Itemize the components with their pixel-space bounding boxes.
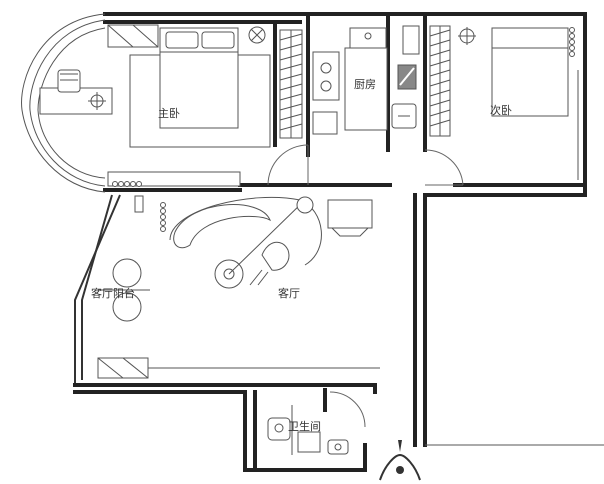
pillar — [134, 195, 144, 213]
wardrobe-top — [107, 24, 159, 48]
radiator — [160, 202, 166, 232]
kitchen: 厨房 — [312, 25, 420, 135]
walls — [73, 12, 587, 472]
pillow-right — [201, 31, 235, 49]
kitchen-counter — [344, 47, 388, 131]
second-bedroom: 次卧 — [424, 25, 579, 186]
bathroom-door[interactable] — [329, 391, 366, 428]
living-room: 客厅 客厅阳台 — [91, 195, 380, 379]
room-label-second-bedroom: 次卧 — [490, 103, 512, 117]
room-label-kitchen: 厨房 — [354, 78, 376, 91]
room-label-living-room: 客厅 — [278, 286, 300, 300]
radiator — [569, 27, 575, 57]
compass-icon — [379, 440, 421, 481]
tv-cabinet — [327, 199, 373, 229]
chair — [57, 69, 81, 93]
master-door[interactable] — [267, 144, 309, 186]
radiator — [112, 181, 142, 187]
bathroom: 卫生间 — [267, 391, 366, 455]
shower-tray — [297, 431, 321, 453]
balcony-chair — [112, 292, 142, 322]
master-balcony-arc — [21, 13, 106, 193]
room-label-bathroom: 卫生间 — [288, 419, 321, 433]
balcony-chair — [112, 258, 142, 288]
armchair — [261, 241, 290, 271]
kitchen-cabinet — [402, 25, 420, 55]
second-bedroom-door[interactable] — [424, 149, 464, 186]
kitchen-shelf — [312, 111, 338, 135]
pillow-left — [165, 31, 199, 49]
room-label-living-balcony: 客厅阳台 — [91, 286, 135, 300]
stove-icon — [320, 62, 332, 74]
sofa[interactable] — [173, 204, 272, 249]
master-bedroom: 主卧 — [39, 24, 309, 187]
room-label-master-bedroom: 主卧 — [158, 107, 180, 120]
bed[interactable] — [491, 27, 569, 117]
shoe-cabinet — [97, 357, 149, 379]
stove — [312, 51, 340, 101]
